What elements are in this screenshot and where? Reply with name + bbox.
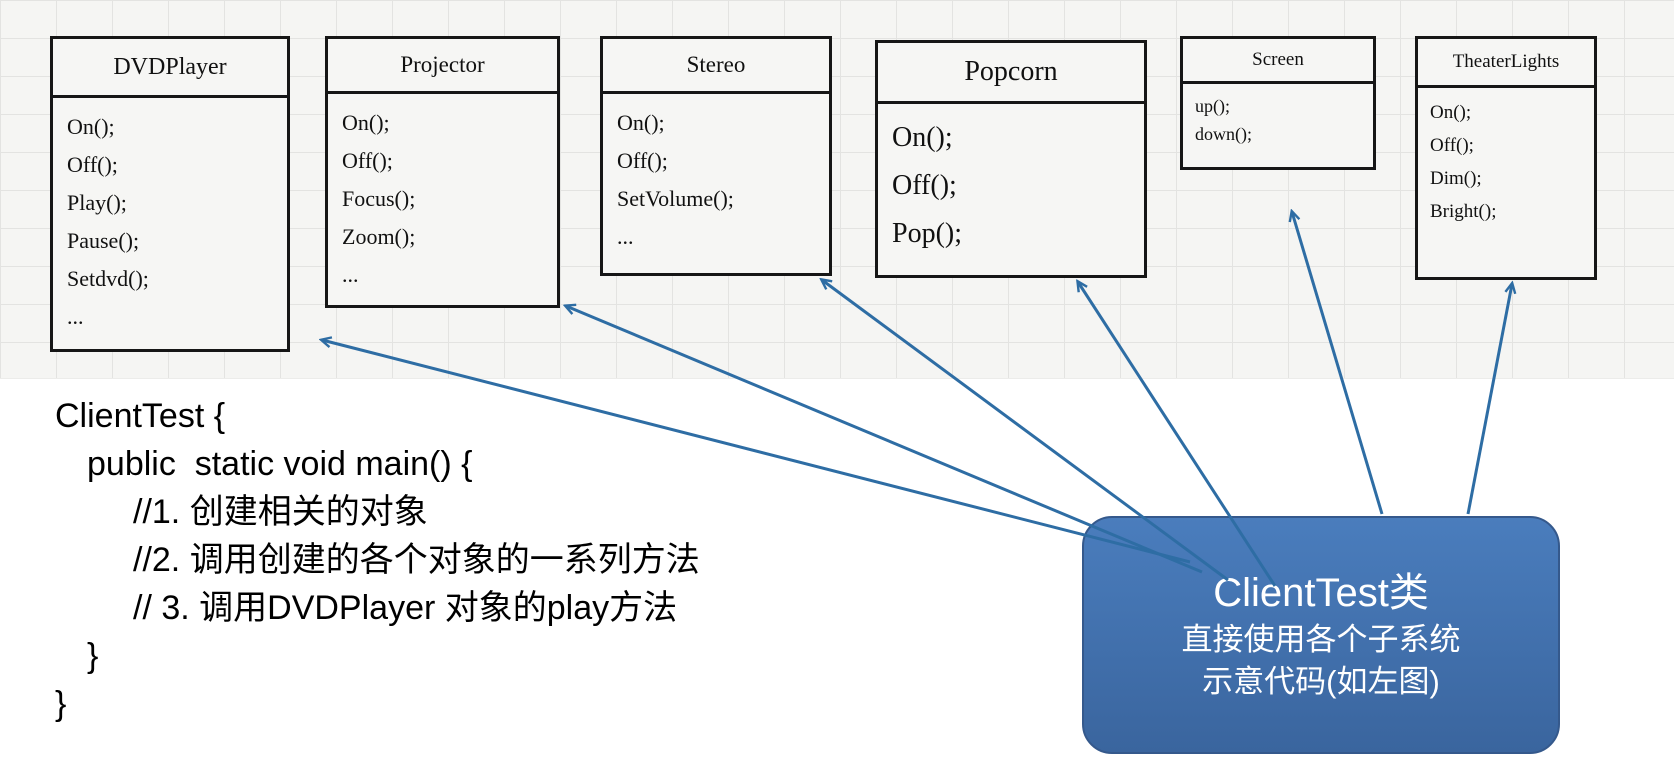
class-box-popcorn: Popcorn On(); Off(); Pop(); <box>875 40 1147 278</box>
class-methods: On(); Off(); Dim(); Bright(); <box>1418 88 1594 236</box>
code-line: // 3. 调用DVDPlayer 对象的play方法 <box>133 589 678 627</box>
method: Off(); <box>67 152 118 177</box>
method: ... <box>342 262 359 287</box>
class-box-screen: Screen up(); down(); <box>1180 36 1376 170</box>
clienttest-callout: ClientTest类 直接使用各个子系统 示意代码(如左图) <box>1082 516 1560 754</box>
class-name: DVDPlayer <box>53 39 287 98</box>
code-line: //2. 调用创建的各个对象的一系列方法 <box>133 541 700 579</box>
class-name: Screen <box>1183 39 1373 84</box>
method: On(); <box>892 122 953 153</box>
method: On(); <box>1430 102 1472 123</box>
code-line: public static void main() { <box>87 445 473 483</box>
method: Pop(); <box>892 218 962 249</box>
class-name: Stereo <box>603 39 829 94</box>
callout-line: 示意代码(如左图) <box>1202 664 1440 699</box>
client-test-code: ClientTest { public static void main() {… <box>55 392 700 728</box>
class-name: Popcorn <box>878 43 1144 104</box>
class-box-stereo: Stereo On(); Off(); SetVolume(); ... <box>600 36 832 276</box>
method: Zoom(); <box>342 224 416 249</box>
method: Focus(); <box>342 186 416 211</box>
method: down(); <box>1195 124 1252 144</box>
class-methods: up(); down(); <box>1183 84 1373 156</box>
method: up(); <box>1195 96 1230 116</box>
method: Dim(); <box>1430 168 1482 189</box>
method: Setdvd(); <box>67 266 149 291</box>
method: On(); <box>617 110 665 135</box>
code-line: } <box>55 685 67 723</box>
method: Pause(); <box>67 228 140 253</box>
method: Off(); <box>1430 135 1474 156</box>
code-line: //1. 创建相关的对象 <box>133 493 428 531</box>
method: On(); <box>342 110 390 135</box>
class-name: Projector <box>328 39 557 94</box>
method: Play(); <box>67 190 127 215</box>
code-line: } <box>87 637 99 675</box>
method: Bright(); <box>1430 201 1497 222</box>
method: On(); <box>67 114 115 139</box>
method: Off(); <box>617 148 668 173</box>
code-line: ClientTest { <box>55 397 226 435</box>
class-box-dvdplayer: DVDPlayer On(); Off(); Play(); Pause(); … <box>50 36 290 352</box>
class-methods: On(); Off(); Play(); Pause(); Setdvd(); … <box>53 98 287 346</box>
callout-line: 直接使用各个子系统 <box>1181 622 1461 657</box>
class-box-projector: Projector On(); Off(); Focus(); Zoom(); … <box>325 36 560 308</box>
class-methods: On(); Off(); Pop(); <box>878 104 1144 268</box>
class-methods: On(); Off(); Focus(); Zoom(); ... <box>328 94 557 304</box>
method: ... <box>67 304 84 329</box>
callout-title: ClientTest类 <box>1213 571 1429 615</box>
method: ... <box>617 224 634 249</box>
method: Off(); <box>342 148 393 173</box>
class-name: TheaterLights <box>1418 39 1594 88</box>
method: Off(); <box>892 170 957 201</box>
class-box-theaterlights: TheaterLights On(); Off(); Dim(); Bright… <box>1415 36 1597 280</box>
method: SetVolume(); <box>617 186 734 211</box>
class-methods: On(); Off(); SetVolume(); ... <box>603 94 829 266</box>
